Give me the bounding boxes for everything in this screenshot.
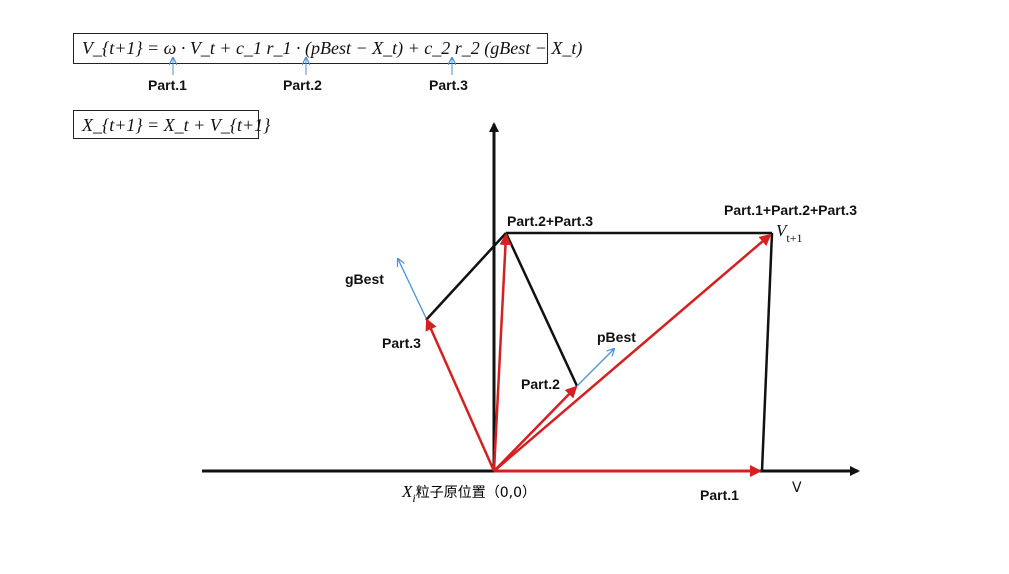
- label-gbest: gBest: [345, 271, 384, 287]
- pbest-direction-arrow: [576, 349, 614, 387]
- label-v-axis: V: [792, 480, 802, 496]
- label-part2: Part.2: [521, 376, 560, 392]
- position-equation-text: X_{t+1} = X_t + V_{t+1}: [82, 115, 271, 135]
- label-part3: Part.3: [382, 335, 421, 351]
- equation-part1-label: Part.1: [148, 77, 187, 93]
- label-pbest: pBest: [597, 329, 636, 345]
- label-origin-x: X: [401, 482, 413, 501]
- velocity-equation-text: V_{t+1} = ω · V_t + c_1 r_1 · (pBest − X…: [82, 38, 583, 58]
- label-part1: Part.1: [700, 487, 739, 503]
- gbest-direction-arrow: [398, 259, 427, 319]
- label-v-next: Vt+1: [776, 221, 803, 245]
- position-equation: X_{t+1} = X_t + V_{t+1}: [73, 110, 270, 139]
- label-origin: Xi粒子原位置（0,0）: [401, 482, 536, 505]
- velocity-equation: V_{t+1} = ω · V_t + c_1 r_1 · (pBest − X…: [73, 33, 582, 64]
- label-v-next-main: V: [776, 221, 789, 240]
- vector-part2: [493, 385, 578, 472]
- vector-part2-plus-part3: [492, 233, 512, 472]
- line-part3-to-sum23: [425, 232, 507, 321]
- label-origin-sub: i: [412, 491, 415, 505]
- label-sum-23: Part.2+Part.3: [507, 213, 593, 229]
- label-v-next-sub: t+1: [786, 231, 802, 245]
- line-sum23-to-part2: [504, 232, 579, 387]
- label-sum-123: Part.1+Part.2+Part.3: [724, 202, 857, 218]
- vector-part3: [425, 318, 496, 472]
- equation-part3-label: Part.3: [429, 77, 468, 93]
- equation-part2-label: Part.2: [283, 77, 322, 93]
- vector-v-next: [493, 233, 772, 472]
- label-origin-text: 粒子原位置（0,0）: [416, 485, 536, 501]
- line-sum123-to-part1: [760, 232, 774, 472]
